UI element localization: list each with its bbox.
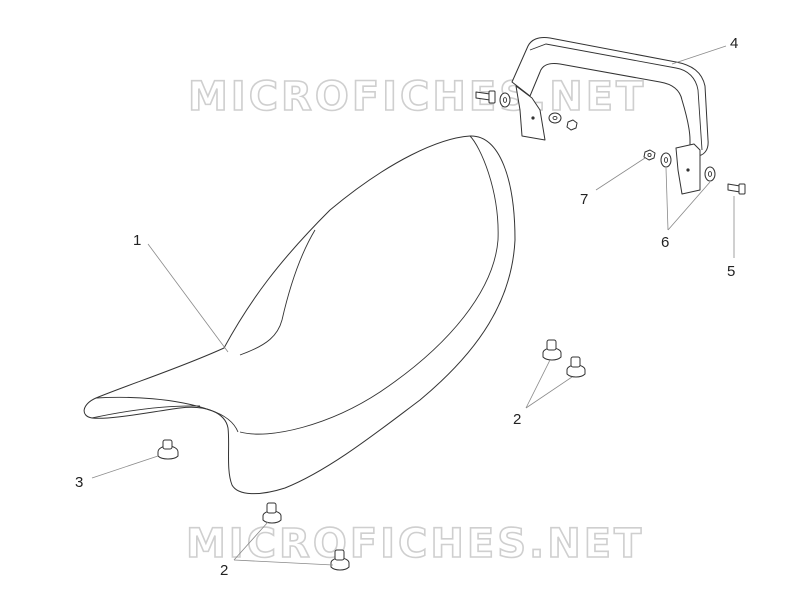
watermark-bottom: MICROFICHES.NET [186,521,644,567]
leader-2a [525,359,551,409]
buffer-2b-part [566,356,586,378]
leader-2c [233,521,269,561]
buffer-3-part [157,439,179,460]
leader-3 [91,455,159,479]
leader-6b [667,181,711,231]
leader-2d [233,559,334,566]
grab-rail-part [511,37,709,195]
washer-6b-part [704,166,716,182]
callout-4: 4 [730,35,738,52]
seat-part [83,135,516,495]
leader-7 [595,157,646,191]
callout-3: 3 [75,474,83,491]
leader-1 [147,243,229,353]
leader-4 [671,45,727,65]
leader-2b [525,376,573,409]
nut-part [566,119,578,131]
nut-7-part [643,149,656,161]
washer-6a-part [660,152,672,168]
bolt-part [475,90,496,104]
callout-2-bottom: 2 [220,562,228,579]
callout-5: 5 [727,263,735,280]
bolt-5-part [727,183,746,195]
watermark-top: MICROFICHES.NET [188,74,646,120]
washer-part-2 [548,112,562,124]
buffer-2d-part [330,549,350,571]
leader-6a [665,167,669,231]
callout-6: 6 [661,234,669,251]
buffer-2c-part [262,502,282,524]
washer-part [499,92,511,108]
callout-2-right: 2 [513,411,521,428]
callout-1: 1 [133,232,141,249]
callout-7: 7 [580,191,588,208]
buffer-2a-part [542,339,562,361]
